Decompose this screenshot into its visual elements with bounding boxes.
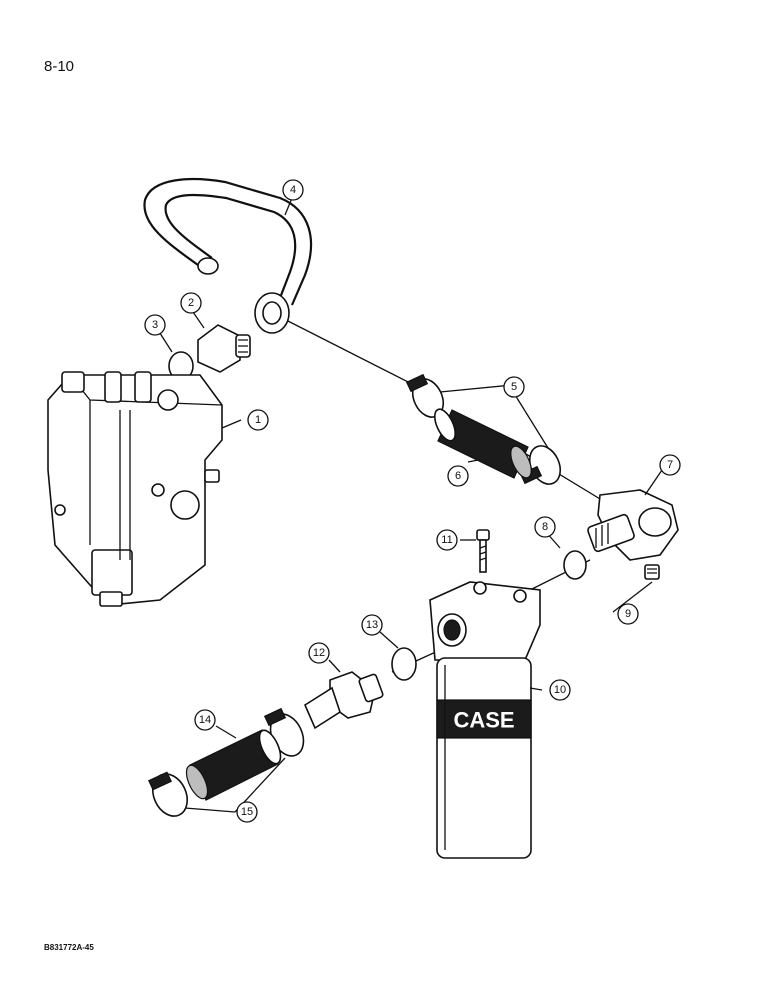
callout-15: 15 xyxy=(236,801,258,823)
callout-circle xyxy=(447,465,469,487)
callout-label: 2 xyxy=(188,297,194,309)
callout-circle xyxy=(659,454,681,476)
callout-label: 11 xyxy=(441,534,452,546)
callout-label: 12 xyxy=(313,647,325,659)
adapter-fitting-upper xyxy=(197,324,251,373)
callout-label: 14 xyxy=(199,714,211,726)
adapter-fitting-lower xyxy=(303,671,384,730)
callout-circle xyxy=(361,614,383,636)
callout-label: 7 xyxy=(667,459,673,471)
callout-circle xyxy=(308,642,330,664)
callout-label: 10 xyxy=(554,684,566,696)
callout-label: 15 xyxy=(241,806,253,818)
callout-label: 1 xyxy=(255,414,261,426)
hose-lower xyxy=(185,729,282,801)
callout-circle xyxy=(549,679,571,701)
plug xyxy=(644,564,660,580)
callout-circle xyxy=(247,409,269,431)
hydraulic-tube xyxy=(143,177,313,334)
callout-12: 12 xyxy=(308,642,330,664)
filter-brand-logo: CASE xyxy=(453,708,514,733)
callout-5: 5 xyxy=(503,376,525,398)
callout-circle xyxy=(436,529,458,551)
callout-1: 1 xyxy=(247,409,269,431)
callout-7: 7 xyxy=(659,454,681,476)
callout-label: 4 xyxy=(290,184,296,196)
callout-leaders xyxy=(157,197,663,813)
drawing-id: B831772A-45 xyxy=(44,943,94,952)
callout-circle xyxy=(617,603,639,625)
callout-14: 14 xyxy=(194,709,216,731)
hose-clamp-upper xyxy=(405,373,562,485)
callout-3: 3 xyxy=(144,314,166,336)
o-ring-8 xyxy=(563,550,587,580)
callout-label: 5 xyxy=(511,381,517,393)
callout-label: 3 xyxy=(152,319,158,331)
callout-circle xyxy=(194,709,216,731)
page-number: 8-10 xyxy=(44,58,75,75)
callout-circle xyxy=(236,801,258,823)
bolt xyxy=(476,529,490,573)
callout-9: 9 xyxy=(617,603,639,625)
callout-8: 8 xyxy=(534,516,556,538)
callout-label: 8 xyxy=(542,521,548,533)
callout-2: 2 xyxy=(180,292,202,314)
callout-circle xyxy=(503,376,525,398)
callout-13: 13 xyxy=(361,614,383,636)
callout-circle xyxy=(534,516,556,538)
elbow-fitting xyxy=(587,489,679,561)
callout-label: 13 xyxy=(366,619,378,631)
callout-11: 11 xyxy=(436,529,458,551)
filter-assembly: CASE xyxy=(429,581,541,859)
callout-4: 4 xyxy=(282,179,304,201)
callout-circle xyxy=(144,314,166,336)
callout-10: 10 xyxy=(549,679,571,701)
callout-circle xyxy=(282,179,304,201)
hose-upper xyxy=(433,408,532,479)
control-valve xyxy=(47,371,223,607)
callout-6: 6 xyxy=(447,465,469,487)
callout-label: 9 xyxy=(625,608,631,620)
callout-label: 6 xyxy=(455,470,461,482)
callout-circle xyxy=(180,292,202,314)
o-ring-13 xyxy=(391,647,417,681)
